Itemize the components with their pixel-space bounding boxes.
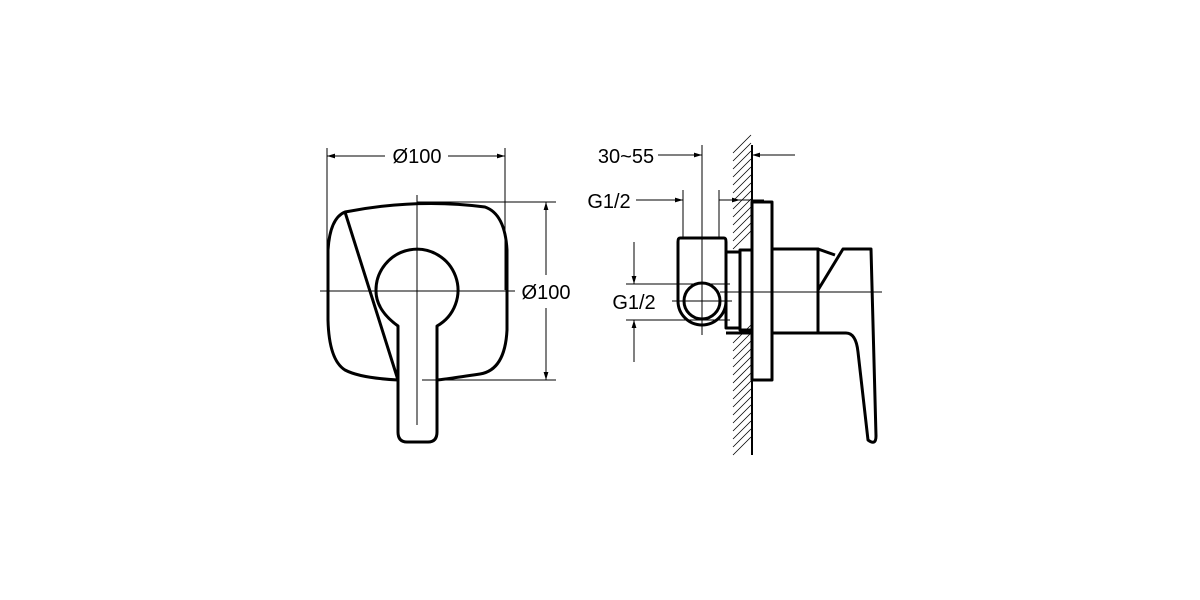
- cover-plate: [326, 201, 509, 382]
- connector-sleeve: [738, 248, 754, 332]
- hatch-line: [732, 150, 752, 170]
- lever-profile: [816, 247, 878, 444]
- width-dimension-label: Ø100: [393, 146, 442, 168]
- hatch-line: [732, 348, 752, 368]
- wall-plate: [750, 200, 774, 382]
- hatch-line: [732, 332, 752, 352]
- hatch-line: [732, 142, 752, 162]
- height-dimension-label: Ø100: [522, 282, 571, 304]
- hatch-line: [732, 230, 752, 250]
- hatch-line: [732, 396, 752, 416]
- side-view: 30~55 G1/2 G1/2: [587, 134, 882, 456]
- hatch-line: [732, 356, 752, 376]
- hatch-line: [732, 206, 752, 226]
- side-connection-label: G1/2: [612, 292, 655, 314]
- hatch-line: [732, 158, 752, 178]
- hatch-line: [732, 222, 752, 242]
- inlet-block: [676, 236, 728, 327]
- hatch-line: [732, 372, 752, 392]
- depth-dimension-label: 30~55: [598, 146, 654, 168]
- hatch-line: [732, 134, 752, 154]
- hatch-line: [732, 166, 752, 186]
- valve-body: [770, 247, 820, 335]
- hatch-line: [732, 182, 752, 202]
- lever-handle: [374, 247, 460, 444]
- hatch-line: [732, 214, 752, 234]
- hatch-line: [732, 436, 752, 456]
- hatch-line: [732, 380, 752, 400]
- connector-pipe: [724, 250, 742, 330]
- top-connection-label: G1/2: [587, 191, 630, 213]
- hatch-line: [732, 404, 752, 424]
- hatch-line: [732, 388, 752, 408]
- hatch-line: [732, 340, 752, 360]
- hatch-line: [732, 420, 752, 440]
- hatch-line: [732, 364, 752, 384]
- hatch-line: [732, 412, 752, 432]
- hatch-line: [732, 198, 752, 218]
- hatch-line: [732, 174, 752, 194]
- hatch-line: [732, 428, 752, 448]
- front-view: Ø100 Ø100: [320, 146, 571, 444]
- wall-hatch: [732, 134, 752, 456]
